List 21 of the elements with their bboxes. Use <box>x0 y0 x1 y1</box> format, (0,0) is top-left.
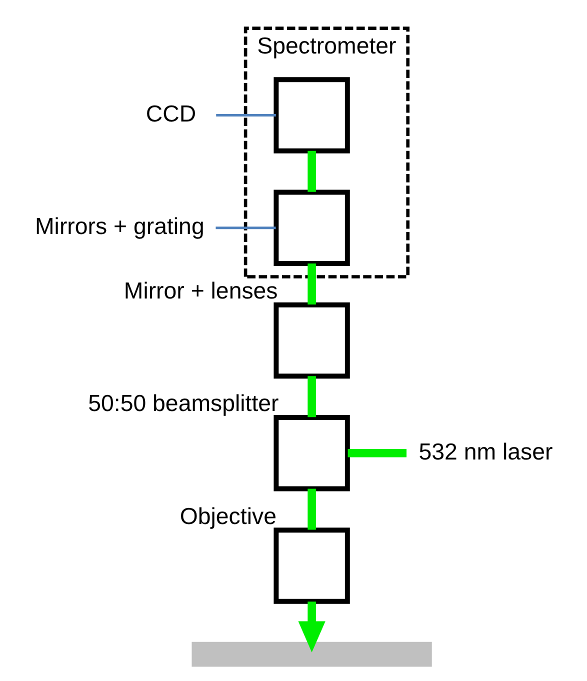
node-box <box>273 77 350 154</box>
node-text: CCD <box>145 100 196 126</box>
connector <box>307 150 316 192</box>
node-bar <box>191 642 432 667</box>
node-label: Mirror + lenses <box>123 278 278 304</box>
connector <box>347 448 406 458</box>
node-label: 50:50 beamsplitter <box>88 390 278 416</box>
connector <box>215 226 276 230</box>
node-box <box>273 528 350 604</box>
connector <box>307 376 316 418</box>
node-label: Objective <box>179 502 276 529</box>
node-box <box>273 302 350 379</box>
arrow <box>298 602 325 652</box>
connector <box>216 114 276 116</box>
node-box <box>273 190 350 266</box>
node-box <box>273 415 350 492</box>
connector <box>307 264 316 304</box>
cluster: Spectrometer <box>243 26 410 278</box>
connector <box>307 488 316 530</box>
node-text: Mirrors + grating <box>34 213 204 240</box>
node-text: 532 nm laser <box>418 438 552 464</box>
